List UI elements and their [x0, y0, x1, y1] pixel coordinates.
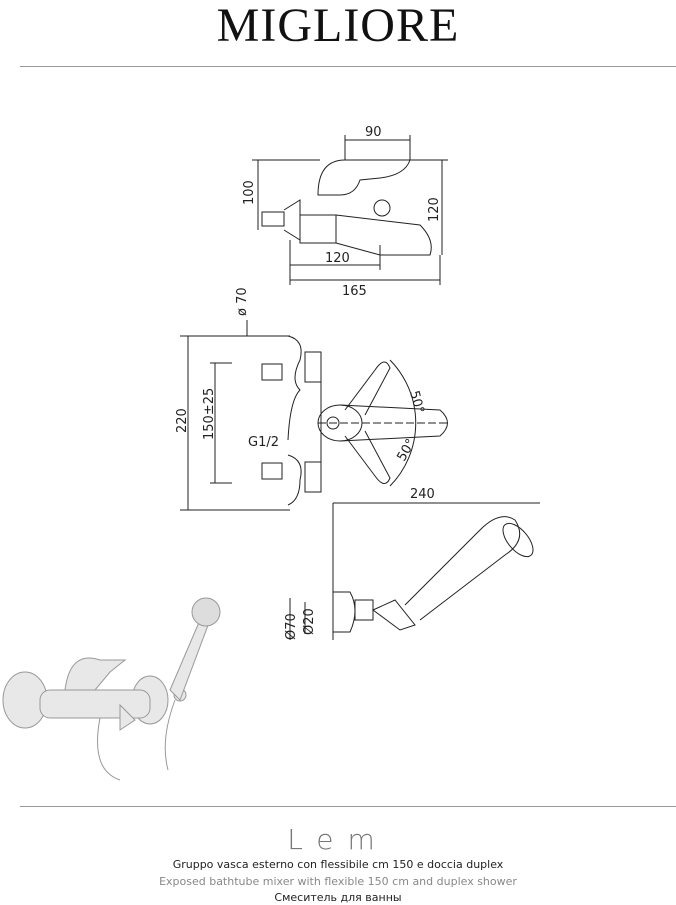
- technical-drawing: 90 100 120 120 165 ø 70 220 150±25 G1/2: [2, 125, 540, 781]
- shower-view: 240 Ø70 Ø20: [284, 487, 540, 640]
- dim-100: 100: [242, 180, 257, 205]
- dim-120-height: 120: [427, 197, 442, 222]
- bottom-divider: [20, 806, 676, 807]
- dim-inner-20: Ø20: [302, 608, 317, 635]
- dim-120-spout: 120: [325, 251, 350, 266]
- product-name: Lem: [287, 823, 389, 856]
- front-view: ø 70 220 150±25 G1/2 50° 50°: [175, 287, 448, 511]
- dim-diameter-70: ø 70: [235, 287, 250, 316]
- angle-up-50: 50°: [406, 389, 426, 415]
- dim-220: 220: [175, 408, 190, 433]
- product-photo: [2, 597, 221, 781]
- dim-outer-70: Ø70: [284, 613, 299, 640]
- description-italian: Gruppo vasca esterno con flessibile cm 1…: [172, 858, 504, 871]
- side-view: 90 100 120 120 165: [242, 125, 448, 299]
- dim-240: 240: [410, 487, 435, 502]
- dim-165: 165: [342, 284, 367, 299]
- brand-logo: MIGLIORE: [216, 0, 460, 52]
- angle-down-50: 50°: [394, 437, 419, 464]
- thread-g12: G1/2: [248, 435, 279, 450]
- description-english: Exposed bathtube mixer with flexible 150…: [159, 875, 517, 888]
- description-russian: Смеситель для ванны: [274, 891, 402, 904]
- top-divider: [20, 66, 676, 67]
- dim-90: 90: [365, 125, 382, 140]
- dim-150-25: 150±25: [202, 388, 217, 440]
